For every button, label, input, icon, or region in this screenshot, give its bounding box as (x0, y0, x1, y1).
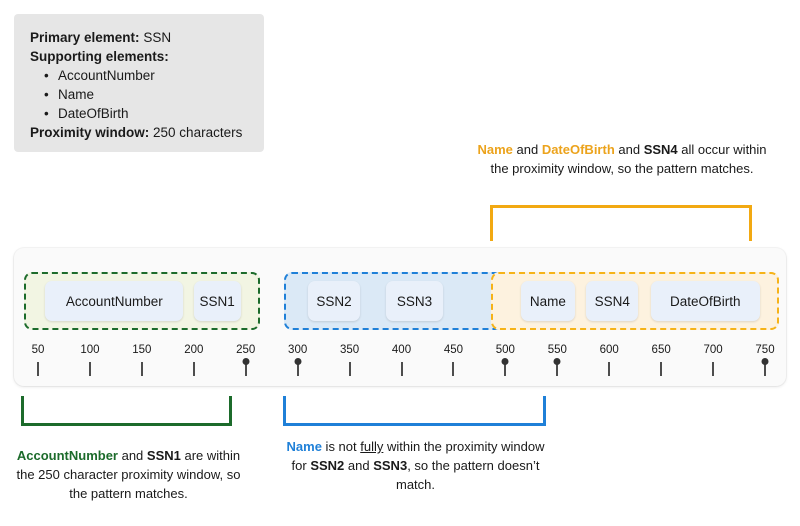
bracket-leg-right (749, 205, 752, 241)
axis-tick-mark-100 (88, 362, 91, 376)
axis-tick-label-450: 450 (443, 344, 464, 356)
axis-tick-label-500: 500 (495, 344, 515, 356)
axis-tick-mark-600 (608, 362, 611, 376)
axis-tick-dot-750 (761, 358, 769, 365)
bracket-bar (283, 423, 546, 426)
axis-tick-label-200: 200 (184, 344, 204, 356)
element-chip-name: Name (520, 281, 575, 321)
bracket-leg-right (229, 396, 232, 426)
axis-tick-label-250: 250 (236, 344, 256, 356)
axis-tick-label-750: 750 (755, 344, 775, 356)
element-chip-dateofbirth: DateOfBirth (650, 281, 760, 321)
blue-callout-text: Name is not fully within the proximity w… (278, 437, 553, 494)
callout-text-part: within the proximity window for (291, 439, 545, 473)
primary-element-value: SSN (143, 30, 172, 45)
list-item: AccountNumber (44, 66, 248, 85)
callout-text-part: and (117, 448, 147, 463)
axis-tick-mark-250 (244, 362, 247, 376)
bracket-leg-left (283, 396, 286, 426)
bracket-bar (21, 423, 232, 426)
axis-tick-label-700: 700 (703, 344, 723, 356)
green-callout-text: AccountNumber and SSN1 are within the 25… (14, 446, 243, 503)
axis-tick-label-550: 550 (547, 344, 567, 356)
element-chip-ssn2: SSN2 (308, 281, 360, 321)
element-chip-ssn4: SSN4 (586, 281, 639, 321)
definition-legend-card: Primary element: SSN Supporting elements… (14, 14, 264, 152)
axis-tick-mark-700 (712, 362, 715, 376)
callout-text-part: is not (321, 439, 361, 454)
axis-tick-dot-500 (501, 358, 509, 365)
callout-keyword-ssn1: SSN1 (146, 448, 181, 463)
orange-callout-text: Name and DateOfBirth and SSN4 all occur … (472, 140, 772, 178)
list-item: Name (44, 85, 248, 104)
axis-tick-mark-300 (296, 362, 299, 376)
primary-element-line: Primary element: SSN (30, 28, 248, 47)
axis-tick-label-350: 350 (339, 344, 360, 356)
element-chip-ssn1: SSN1 (193, 281, 241, 321)
bracket-leg-right (543, 396, 546, 426)
primary-element-label: Primary element: (30, 30, 140, 45)
callout-keyword-fully: fully (360, 439, 384, 454)
list-item: DateOfBirth (44, 104, 248, 123)
callout-text-part: and (344, 458, 374, 473)
proximity-window-line: Proximity window: 250 characters (30, 123, 248, 142)
supporting-elements-label: Supporting elements: (30, 49, 169, 64)
axis-tick-label-600: 600 (599, 344, 619, 356)
axis-tick-label-100: 100 (80, 344, 100, 356)
element-chip-ssn3: SSN3 (385, 281, 444, 321)
proximity-window-label: Proximity window: (30, 125, 150, 140)
axis-tick-label-400: 400 (391, 344, 412, 356)
proximity-window-value: 250 characters (153, 125, 243, 140)
axis-tick-mark-150 (140, 362, 143, 376)
orange-bracket (490, 205, 752, 241)
callout-keyword-name: Name (286, 439, 322, 454)
blue-bracket (283, 396, 546, 426)
callout-keyword-ssn3: SSN3 (373, 458, 408, 473)
axis-tick-label-300: 300 (288, 344, 308, 356)
axis-tick-label-650: 650 (651, 344, 671, 356)
axis-tick-dot-550 (553, 358, 561, 365)
callout-keyword-dateofbirth: DateOfBirth (541, 142, 615, 157)
green-bracket (21, 396, 232, 426)
axis-tick-mark-50 (37, 362, 39, 376)
callout-text-part: , so the pattern doesn’t match. (395, 458, 540, 492)
callout-keyword-accountnumber: AccountNumber (16, 448, 118, 463)
callout-keyword-ssn2: SSN2 (310, 458, 345, 473)
supporting-elements-list: AccountNumber Name DateOfBirth (30, 66, 248, 123)
axis-tick-label-150: 150 (132, 344, 152, 356)
callout-keyword-name: Name (477, 142, 513, 157)
axis-tick-dot-250 (242, 358, 250, 365)
callout-text-part: all occur within the proximity window, s… (490, 142, 767, 176)
character-position-axis: 50 100 150 200 250 300 350 400 450 500 550 600 650 70… (14, 344, 786, 384)
axis-tick-label-50: 50 (31, 344, 45, 356)
callout-keyword-ssn4: SSN4 (643, 142, 678, 157)
callout-text-part: are within the 250 character proximity w… (16, 448, 241, 501)
axis-tick-mark-550 (556, 362, 559, 376)
element-chip-accountnumber: AccountNumber (45, 281, 184, 321)
axis-tick-mark-650 (660, 362, 663, 376)
axis-tick-mark-450 (452, 362, 455, 376)
bracket-bar (490, 205, 752, 208)
axis-tick-mark-200 (192, 362, 195, 376)
axis-tick-mark-500 (504, 362, 507, 376)
axis-tick-mark-750 (764, 362, 766, 376)
callout-text-part: and (512, 142, 542, 157)
axis-tick-mark-400 (400, 362, 403, 376)
callout-text-part: and (614, 142, 644, 157)
axis-tick-mark-350 (348, 362, 351, 376)
axis-tick-dot-300 (294, 358, 302, 365)
bracket-leg-left (21, 396, 24, 426)
bracket-leg-left (490, 205, 493, 241)
